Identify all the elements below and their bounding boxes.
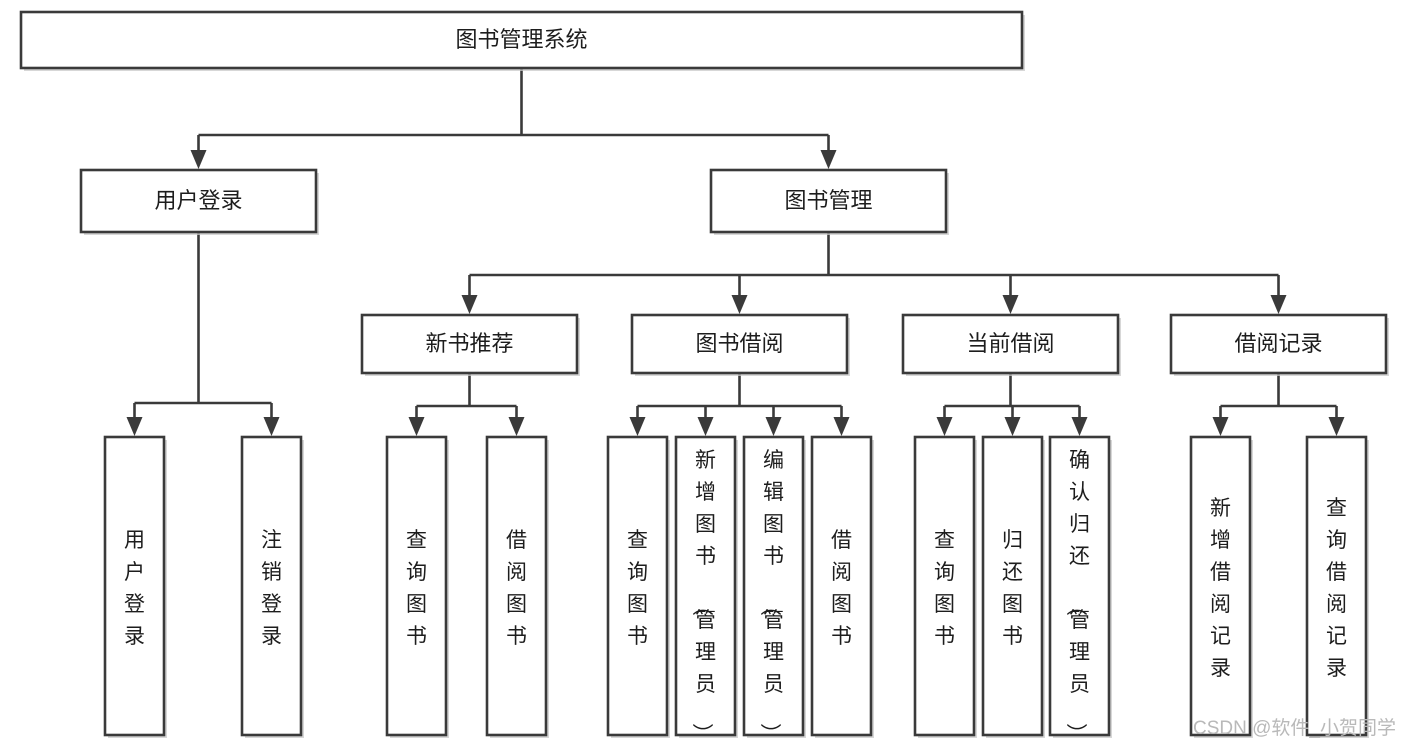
node-user-login[interactable]: 用户登录 [79, 168, 319, 235]
node-rect[interactable] [79, 168, 318, 234]
connector-group-current-borrow [936, 373, 1088, 436]
node-layer: 图书管理系统用户登录图书管理新书推荐图书借阅当前借阅借阅记录用户登录注销登录查询… [19, 10, 1389, 744]
node-rect[interactable] [360, 313, 579, 375]
node-leaf-borrow-book[interactable]: 借阅图书 [810, 435, 874, 738]
node-leaf-logout[interactable]: 注销登录 [240, 435, 304, 738]
arrow-head-icon [629, 417, 646, 436]
node-rect[interactable] [19, 10, 1024, 70]
node-rect[interactable] [485, 435, 548, 737]
node-label: 查询图书 [627, 529, 648, 648]
node-rect[interactable] [810, 435, 873, 737]
node-leaf-borrow-book-recommend[interactable]: 借阅图书 [485, 435, 549, 738]
node-leaf-user-login[interactable]: 用户登录 [103, 435, 167, 738]
arrow-head-icon [936, 417, 953, 436]
node-label: 注销登录 [261, 529, 282, 648]
arrow-head-icon [1270, 295, 1287, 314]
node-root[interactable]: 图书管理系统 [19, 10, 1025, 71]
arrow-head-icon [1002, 295, 1019, 314]
node-leaf-query-book-recommend[interactable]: 查询图书 [385, 435, 449, 738]
node-rect[interactable] [1048, 435, 1111, 737]
node-rect[interactable] [901, 313, 1120, 375]
node-label: 图书管理 [784, 188, 872, 213]
arrow-head-icon [833, 417, 850, 436]
node-rect[interactable] [674, 435, 737, 737]
node-book-management[interactable]: 图书管理 [709, 168, 949, 235]
node-new-book-recommend[interactable]: 新书推荐 [360, 313, 580, 376]
node-rect[interactable] [385, 435, 448, 737]
node-label: 归还图书 [1002, 529, 1023, 648]
node-leaf-confirm-return[interactable]: 确认归还（管理员） [1048, 435, 1112, 744]
connector-group-borrow-record [1212, 373, 1345, 436]
arrow-head-icon [820, 150, 837, 169]
arrow-head-icon [697, 417, 714, 436]
connector-group-book-management [461, 232, 1287, 314]
node-label: 新增借阅记录 [1210, 497, 1231, 680]
node-rect[interactable] [606, 435, 669, 737]
arrow-head-icon [1328, 417, 1345, 436]
node-book-borrow[interactable]: 图书借阅 [630, 313, 850, 376]
node-rect[interactable] [981, 435, 1044, 737]
node-rect[interactable] [742, 435, 805, 737]
node-leaf-query-borrow-record[interactable]: 查询借阅记录 [1305, 435, 1369, 738]
csdn-watermark: CSDN @软件_小贺同学 [1193, 717, 1396, 739]
node-rect[interactable] [630, 313, 849, 375]
arrow-head-icon [461, 295, 478, 314]
node-leaf-edit-book[interactable]: 编辑图书（管理员） [742, 435, 806, 744]
arrow-head-icon [408, 417, 425, 436]
connector-group-root [190, 68, 837, 169]
node-label: 查询图书 [406, 529, 427, 648]
node-label: 新书推荐 [425, 331, 513, 356]
arrow-head-icon [1212, 417, 1229, 436]
arrow-head-icon [1004, 417, 1021, 436]
node-rect[interactable] [1305, 435, 1368, 737]
node-label: 当前借阅 [966, 331, 1054, 356]
arrow-head-icon [190, 150, 207, 169]
node-leaf-add-borrow-record[interactable]: 新增借阅记录 [1189, 435, 1253, 738]
connector-layer [126, 68, 1345, 436]
node-rect[interactable] [709, 168, 948, 234]
node-borrow-record[interactable]: 借阅记录 [1169, 313, 1389, 376]
node-rect[interactable] [103, 435, 166, 737]
node-label: 新增图书（管理员） [690, 449, 716, 744]
node-label: 用户登录 [124, 529, 145, 648]
arrow-head-icon [263, 417, 280, 436]
node-label: 借阅图书 [506, 529, 527, 648]
connector-group-user-login [126, 232, 280, 436]
node-rect[interactable] [240, 435, 303, 737]
node-label: 查询图书 [934, 529, 955, 648]
node-label: 借阅记录 [1234, 331, 1322, 356]
connector-group-new-book-recommend [408, 373, 525, 436]
node-rect[interactable] [1189, 435, 1252, 737]
node-label: 借阅图书 [831, 529, 852, 648]
arrow-head-icon [731, 295, 748, 314]
node-current-borrow[interactable]: 当前借阅 [901, 313, 1121, 376]
node-label: 图书管理系统 [455, 27, 587, 52]
node-label: 图书借阅 [695, 331, 783, 356]
connector-group-book-borrow [629, 373, 850, 436]
node-leaf-return-book[interactable]: 归还图书 [981, 435, 1045, 738]
node-label: 查询借阅记录 [1326, 497, 1347, 680]
arrow-head-icon [765, 417, 782, 436]
arrow-head-icon [126, 417, 143, 436]
node-leaf-add-book[interactable]: 新增图书（管理员） [674, 435, 738, 744]
arrow-head-icon [1071, 417, 1088, 436]
node-rect[interactable] [1169, 313, 1388, 375]
node-label: 编辑图书（管理员） [758, 449, 784, 744]
node-rect[interactable] [913, 435, 976, 737]
node-label: 用户登录 [154, 188, 242, 213]
node-label: 确认归还（管理员） [1064, 449, 1090, 744]
node-leaf-query-book-current[interactable]: 查询图书 [913, 435, 977, 738]
arrow-head-icon [508, 417, 525, 436]
node-leaf-query-book-borrow[interactable]: 查询图书 [606, 435, 670, 738]
